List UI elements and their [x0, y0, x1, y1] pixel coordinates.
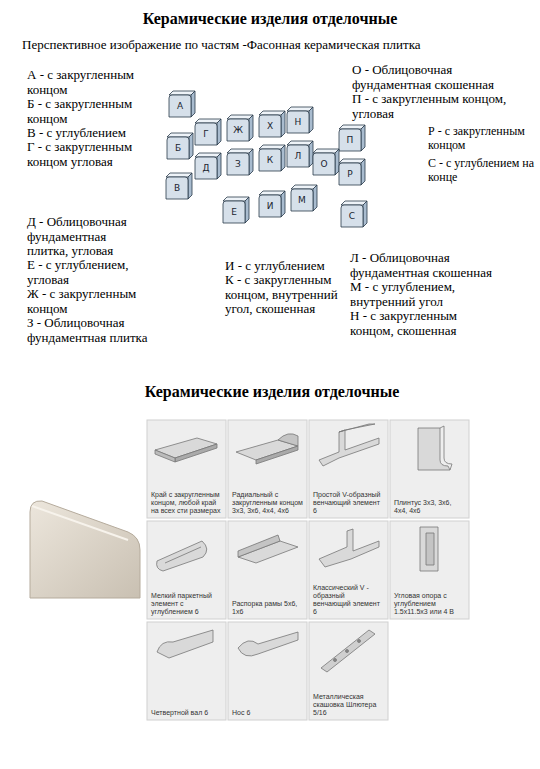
- tile-letter: Д: [197, 162, 215, 174]
- tile-letter: Х: [261, 120, 279, 132]
- tile-letter: О: [315, 158, 333, 170]
- catalog-cell: Распорка рамы 5х6, 1х6: [228, 521, 307, 619]
- tile-letter: Е: [225, 206, 243, 218]
- tile-letter: И: [261, 200, 279, 212]
- profile-caption: Нос 6: [232, 709, 303, 717]
- tile-letter: Ж: [229, 124, 247, 136]
- legend-text: Н - с закругленным концом, скошенная: [350, 309, 490, 338]
- catalog-cell: Металлическая скашовка Шлютера 5/16: [309, 622, 388, 720]
- profile-caption: Классический V - образный венчающий элем…: [313, 584, 384, 616]
- tile-letter: В: [168, 182, 186, 194]
- legend-text: М - с углублением, внутренний угол: [350, 280, 490, 309]
- profile-caption: Четвертной вал 6: [151, 709, 222, 717]
- legend-text: В - с углублением: [27, 126, 167, 141]
- tile-letter: Г: [197, 128, 215, 140]
- legend-text: З - Облицовочная фундаментная плитка: [27, 316, 162, 345]
- tile-drawing: [166, 91, 367, 227]
- catalog-cell: Мелкий паркетный элемент с углублением 6: [147, 521, 226, 619]
- legend-text: П - с закругленным концом, угловая: [352, 92, 524, 121]
- profile-caption: Плинтус 3х3, 3х6, 4х4, 4х6: [394, 499, 465, 515]
- catalog-cell: Плинтус 3х3, 3х6, 4х4, 4х6: [390, 420, 469, 518]
- tile-letter: К: [261, 154, 279, 166]
- legend-text: Ж - с закругленным концом: [27, 287, 157, 316]
- tile-letter: Л: [289, 150, 307, 162]
- profile-caption: Металлическая скашовка Шлютера 5/16: [313, 693, 384, 717]
- catalog-cell: Радиальный с закругленным концом 3х3, 3х…: [228, 420, 307, 518]
- profile-caption: Угловая опора с углублением 1.5х11.5х3 и…: [394, 592, 465, 616]
- profile-caption: Край с закругленным концом, любой край н…: [151, 491, 222, 515]
- legend-text: К - с закругленным концом, внутренний уг…: [225, 273, 350, 317]
- subtitle: Перспективное изображение по частям -Фас…: [22, 38, 532, 53]
- profile-icons: [155, 424, 452, 672]
- tile-letter: З: [229, 158, 247, 170]
- tile-letter: П: [341, 134, 359, 146]
- legend-text: Р - с закругленным концом: [428, 124, 536, 152]
- catalog-grid: [147, 420, 469, 720]
- legend-text: Г - с закругленным концом угловая: [27, 140, 167, 169]
- legend-text: О - Облицовочная фундаментная скошенная: [352, 63, 502, 92]
- catalog-cell: Классический V - образный венчающий элем…: [309, 521, 388, 619]
- legend-text: И - с углублением: [225, 259, 355, 274]
- tile-letter: М: [293, 194, 311, 206]
- tile-letter: Н: [289, 116, 307, 128]
- catalog-cell: Четвертной вал 6: [147, 622, 226, 720]
- tile-letter: Б: [169, 142, 187, 154]
- section-title: Керамические изделия отделочные: [2, 383, 540, 401]
- legend-text: Б - с закругленным концом: [27, 97, 167, 126]
- tile-letter: С: [343, 210, 361, 222]
- tile-letter: А: [171, 100, 189, 112]
- profile-caption: Мелкий паркетный элемент с углублением 6: [151, 592, 222, 616]
- catalog-cell: Простой V-образный венчающий элемент 6: [309, 420, 388, 518]
- profile-caption: Распорка рамы 5х6, 1х6: [232, 600, 303, 616]
- catalog-cell: Угловая опора с углублением 1.5х11.5х3 и…: [390, 521, 469, 619]
- legend-text: С - с углублением на конце: [428, 156, 536, 184]
- legend-text: Е - с углублением, угловая: [27, 258, 139, 287]
- profile-caption: Радиальный с закругленным концом 3х3, 3х…: [232, 491, 303, 515]
- profile-caption: Простой V-образный венчающий элемент 6: [313, 491, 384, 515]
- catalog-cell: Край с закругленным концом, любой край н…: [147, 420, 226, 518]
- catalog-cell: Нос 6: [228, 622, 307, 720]
- legend-text: Д - Облицовочная фундаментная плитка, уг…: [27, 215, 139, 259]
- legend-text: А - с закругленным концом: [27, 68, 167, 97]
- legend-text: Л - Облицовочная фундаментная скошенная: [350, 251, 500, 280]
- page-title: Керамические изделия отделочные: [0, 10, 540, 28]
- tile-photo: [30, 501, 140, 598]
- tile-letter: Р: [341, 168, 359, 180]
